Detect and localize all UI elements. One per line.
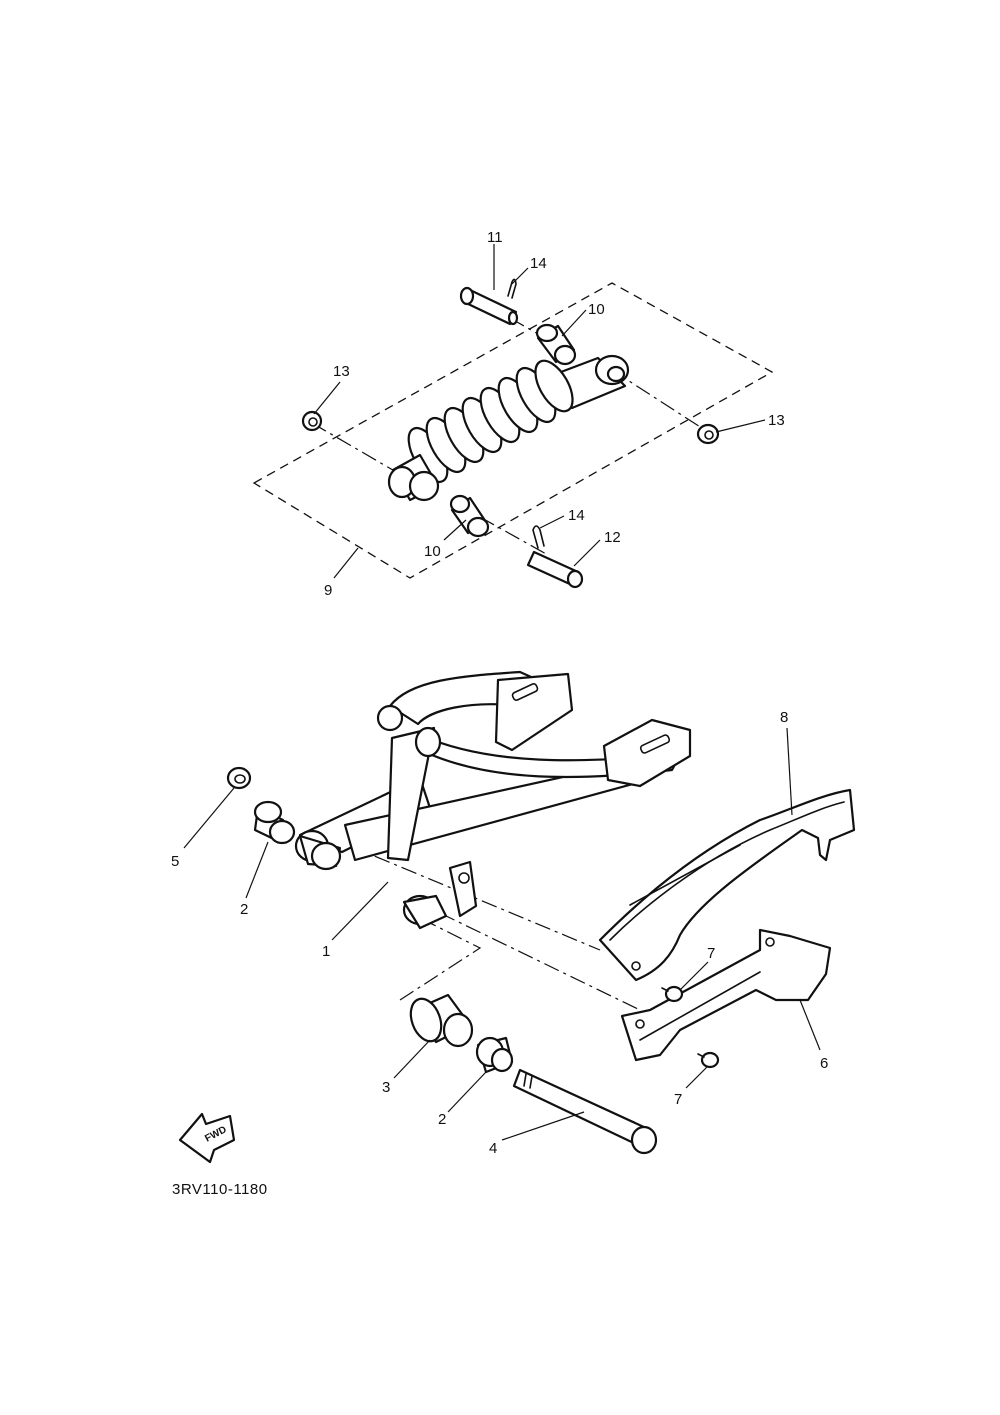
pivot-shaft-4 — [512, 1068, 658, 1155]
label-7-lower: 7 — [674, 1091, 682, 1108]
bolt-7-lower — [697, 1051, 720, 1069]
assembly-boundary-9 — [252, 282, 774, 579]
label-7-upper: 7 — [707, 945, 715, 962]
rear-arm — [294, 670, 692, 930]
label-5: 5 — [171, 853, 179, 870]
bolt-7-upper — [661, 985, 684, 1003]
washer-13-right — [696, 423, 720, 445]
label-12: 12 — [604, 529, 621, 546]
diagram-code: 3RV110-1180 — [172, 1181, 268, 1198]
label-4: 4 — [489, 1140, 497, 1157]
collar-2-lower — [475, 1036, 514, 1074]
label-3: 3 — [382, 1079, 390, 1096]
label-11: 11 — [487, 229, 503, 246]
label-1: 1 — [322, 943, 330, 960]
bushing-10-upper — [535, 323, 577, 366]
label-2-lower: 2 — [438, 1111, 446, 1128]
cotter-pin-14-lower — [532, 525, 545, 549]
fwd-arrow: FWD — [178, 1112, 236, 1164]
pin-11 — [459, 286, 519, 326]
shock-absorber — [387, 354, 630, 502]
shock-absorber-group — [252, 244, 774, 589]
label-13-right: 13 — [768, 412, 785, 429]
label-14-upper: 14 — [530, 255, 547, 272]
pin-12 — [526, 550, 584, 589]
label-2-upper: 2 — [240, 901, 248, 918]
bushing-3 — [409, 993, 474, 1048]
cotter-pin-14-upper — [507, 278, 517, 299]
label-10-upper: 10 — [588, 301, 605, 318]
shock-spring — [407, 359, 574, 484]
collar-2-upper — [253, 800, 296, 845]
label-6: 6 — [820, 1055, 828, 1072]
rear-arm-group: FWD — [178, 670, 856, 1164]
label-9: 9 — [324, 582, 332, 599]
bushing-10-lower — [449, 494, 490, 538]
nut-5 — [226, 766, 252, 790]
chain-case-8 — [598, 788, 856, 982]
washer-13-left — [301, 410, 323, 432]
label-13-left: 13 — [333, 363, 350, 380]
label-14-lower: 14 — [568, 507, 585, 524]
chain-guard-6 — [620, 928, 832, 1062]
part-labels: 11 14 10 13 13 14 12 10 9 8 5 2 1 7 6 3 … — [171, 229, 828, 1198]
label-10-lower: 10 — [424, 543, 441, 560]
label-8: 8 — [780, 709, 788, 726]
